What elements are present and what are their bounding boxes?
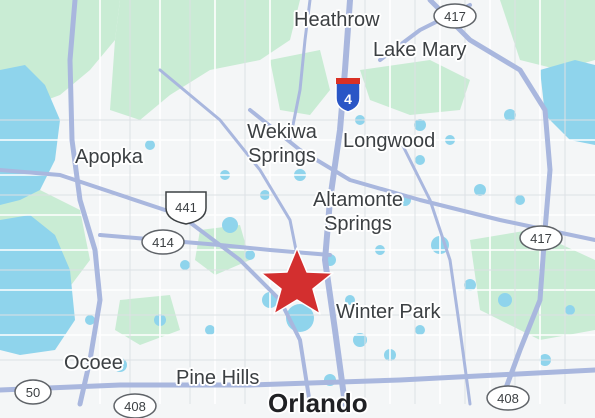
sr417-shield-right: 417 bbox=[519, 225, 563, 251]
place-label-ocoee[interactable]: Ocoee bbox=[64, 352, 123, 374]
svg-text:441: 441 bbox=[175, 200, 197, 215]
place-label-orlando[interactable]: Orlando bbox=[268, 388, 368, 418]
park-southwest bbox=[115, 295, 180, 345]
sr436-road bbox=[248, 108, 595, 242]
svg-text:4: 4 bbox=[344, 91, 352, 107]
interstate-4-road bbox=[322, 0, 353, 407]
us441-shield: 441 bbox=[165, 191, 207, 225]
place-label-winter-park[interactable]: Winter Park bbox=[336, 301, 441, 323]
svg-text:414: 414 bbox=[152, 235, 174, 250]
place-label-altamonte-springs[interactable]: Altamonte Springs bbox=[312, 189, 404, 235]
us441-road bbox=[0, 168, 312, 406]
place-label-lake-mary[interactable]: Lake Mary bbox=[373, 39, 467, 61]
place-label-wekiwa-springs[interactable]: Wekiwa Springs bbox=[247, 121, 317, 167]
park-north-wekiva bbox=[110, 0, 300, 120]
sr429-road bbox=[67, 0, 103, 407]
location-marker[interactable] bbox=[260, 247, 334, 315]
interstate-4-shield: 4 bbox=[335, 78, 361, 113]
sr417-road bbox=[427, 0, 553, 407]
sr50-shield: 50 bbox=[14, 379, 52, 405]
place-label-pine-hills[interactable]: Pine Hills bbox=[176, 367, 260, 389]
place-label-heathrow[interactable]: Heathrow bbox=[294, 9, 380, 31]
sr414-road bbox=[98, 233, 332, 257]
svg-text:50: 50 bbox=[26, 385, 40, 400]
park-northeast bbox=[500, 0, 595, 70]
sr417-shield-top: 417 bbox=[433, 3, 477, 29]
place-label-longwood[interactable]: Longwood bbox=[343, 130, 436, 152]
lake-jesup bbox=[540, 60, 595, 145]
svg-text:417: 417 bbox=[530, 231, 552, 246]
park-east bbox=[470, 230, 595, 340]
star-icon[interactable] bbox=[260, 247, 334, 315]
highways bbox=[0, 0, 595, 407]
place-label-apopka[interactable]: Apopka bbox=[75, 146, 143, 168]
svg-text:408: 408 bbox=[497, 391, 519, 406]
sr408-shield: 408 bbox=[486, 385, 530, 411]
sr414-shield: 414 bbox=[141, 229, 185, 255]
svg-text:408: 408 bbox=[124, 399, 146, 414]
svg-text:417: 417 bbox=[444, 9, 466, 24]
water-bodies bbox=[0, 60, 595, 386]
sr-shield-partial: 408 bbox=[113, 393, 157, 418]
